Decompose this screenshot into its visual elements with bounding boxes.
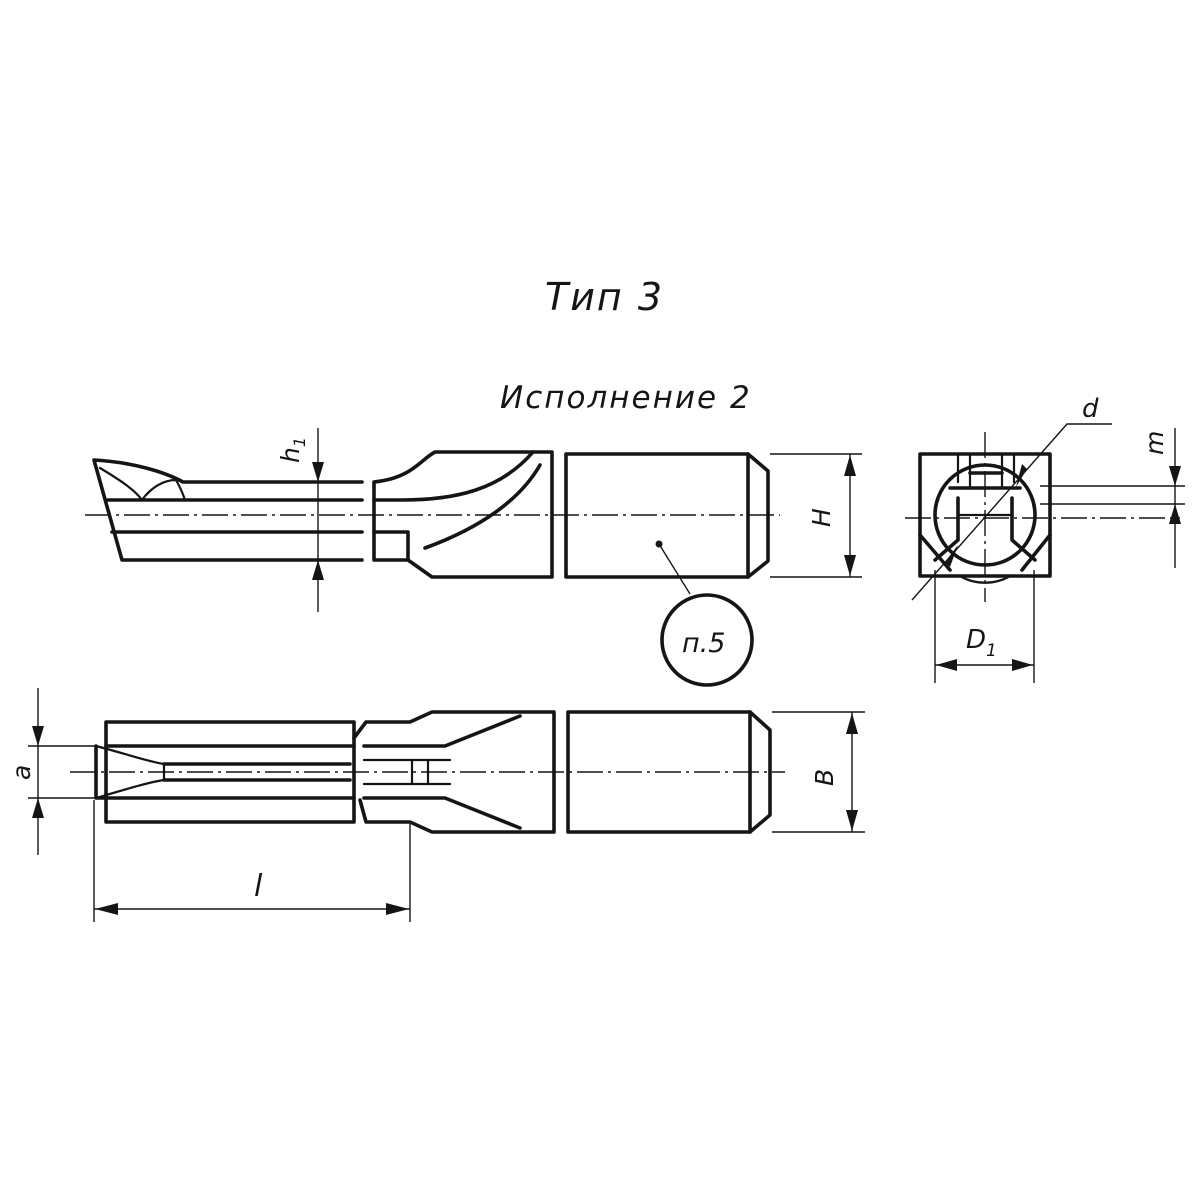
h1-label: h1 <box>276 437 309 463</box>
top-view <box>70 710 785 834</box>
note-label: п.5 <box>682 628 725 659</box>
B-dimension: B <box>772 711 865 833</box>
end-view <box>905 432 1180 602</box>
H-label: H <box>807 508 836 527</box>
d-dimension: d <box>911 394 1112 601</box>
front-view <box>85 450 780 579</box>
m-label: m <box>1140 431 1169 455</box>
l-label: l <box>254 869 263 904</box>
D1-label: D1 <box>966 625 997 661</box>
drawing-title: Тип 3 <box>545 275 664 319</box>
a-dimension: a <box>7 688 98 855</box>
H-dimension: H <box>770 453 862 578</box>
drawing-subtitle: Исполнение 2 <box>500 380 752 416</box>
note-callout: п.5 <box>658 543 754 687</box>
h1-dimension: h1 <box>276 428 324 612</box>
a-label: a <box>7 765 36 780</box>
m-dimension: m <box>1040 428 1185 568</box>
B-label: B <box>810 769 839 786</box>
d-label: d <box>1082 394 1099 424</box>
l-dimension: l <box>93 800 411 922</box>
D1-dimension: D1 <box>934 570 1035 683</box>
